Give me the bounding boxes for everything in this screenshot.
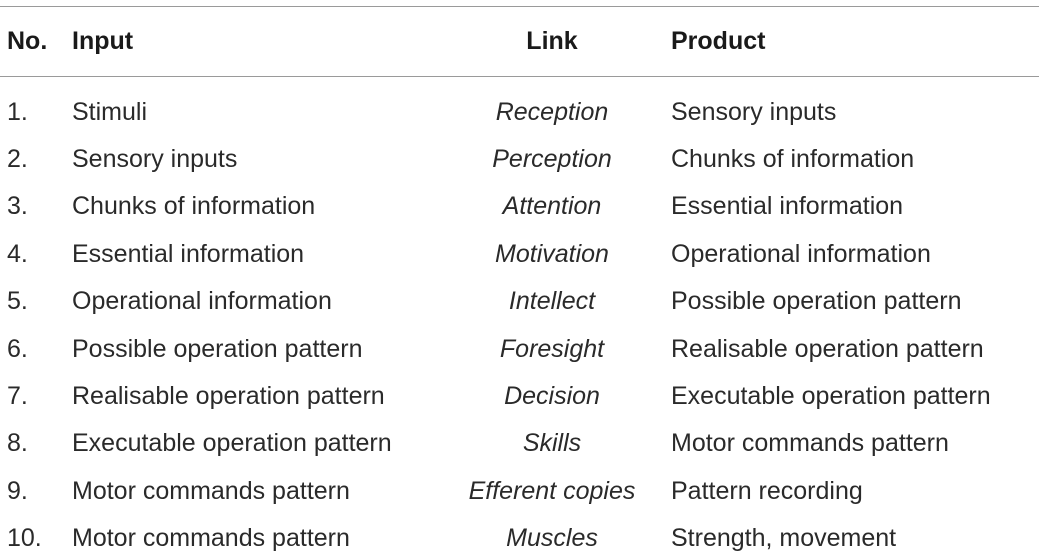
cell-input: Possible operation pattern [72, 335, 363, 363]
cell-link: Efferent copies [468, 477, 636, 505]
cell-no: 9. [7, 477, 28, 505]
cell-input: Essential information [72, 240, 305, 268]
cell-link: Skills [522, 429, 582, 457]
cell-product: Possible operation pattern [671, 287, 962, 315]
cell-no: 3. [7, 192, 28, 220]
cell-no: 8. [7, 429, 28, 457]
cell-link: Reception [495, 98, 609, 126]
cell-product: Essential information [671, 192, 904, 220]
table-header-rule [0, 76, 1039, 77]
table-row: 10. Motor commands pattern Muscles Stren… [0, 522, 1039, 554]
cell-no: 7. [7, 382, 28, 410]
cell-input: Executable operation pattern [72, 429, 392, 457]
column-header-input: Input [72, 27, 134, 55]
table-row: 6. Possible operation pattern Foresight … [0, 333, 1039, 365]
cell-no: 1. [7, 98, 28, 126]
cell-input: Realisable operation pattern [72, 382, 385, 410]
cell-product: Operational information [671, 240, 931, 268]
cell-link: Decision [504, 382, 600, 410]
table-row: 8. Executable operation pattern Skills M… [0, 427, 1039, 459]
table-row: 9. Motor commands pattern Efferent copie… [0, 475, 1039, 507]
cell-product: Motor commands pattern [671, 429, 949, 457]
cell-link: Foresight [499, 335, 605, 363]
cell-input: Chunks of information [72, 192, 316, 220]
cell-input: Motor commands pattern [72, 524, 350, 552]
cell-product: Executable operation pattern [671, 382, 991, 410]
table-row: 5. Operational information Intellect Pos… [0, 285, 1039, 317]
cell-no: 10. [7, 524, 42, 552]
cell-link: Attention [502, 192, 602, 220]
cell-input: Operational information [72, 287, 332, 315]
column-header-product: Product [671, 27, 766, 55]
table-row: 3. Chunks of information Attention Essen… [0, 190, 1039, 222]
cell-product: Pattern recording [671, 477, 863, 505]
cell-no: 6. [7, 335, 28, 363]
column-header-no: No. [7, 27, 48, 55]
table-row: 4. Essential information Motivation Oper… [0, 238, 1039, 270]
cell-input: Sensory inputs [72, 145, 238, 173]
table-row: 2. Sensory inputs Perception Chunks of i… [0, 143, 1039, 175]
cell-product: Chunks of information [671, 145, 915, 173]
table-row: 1. Stimuli Reception Sensory inputs [0, 96, 1039, 128]
cell-link: Motivation [495, 240, 609, 268]
cell-input: Stimuli [72, 98, 148, 126]
cell-product: Sensory inputs [671, 98, 837, 126]
cell-product: Realisable operation pattern [671, 335, 984, 363]
cell-no: 2. [7, 145, 28, 173]
cell-product: Strength, movement [671, 524, 897, 552]
cell-link: Perception [492, 145, 612, 173]
cell-link: Muscles [506, 524, 598, 552]
table-top-rule [0, 6, 1039, 7]
cell-no: 4. [7, 240, 28, 268]
column-header-link: Link [526, 27, 578, 55]
cell-link: Intellect [508, 287, 596, 315]
cell-input: Motor commands pattern [72, 477, 350, 505]
cell-no: 5. [7, 287, 28, 315]
table-row: 7. Realisable operation pattern Decision… [0, 380, 1039, 412]
table-header-row: No. Input Link Product [0, 25, 1039, 57]
